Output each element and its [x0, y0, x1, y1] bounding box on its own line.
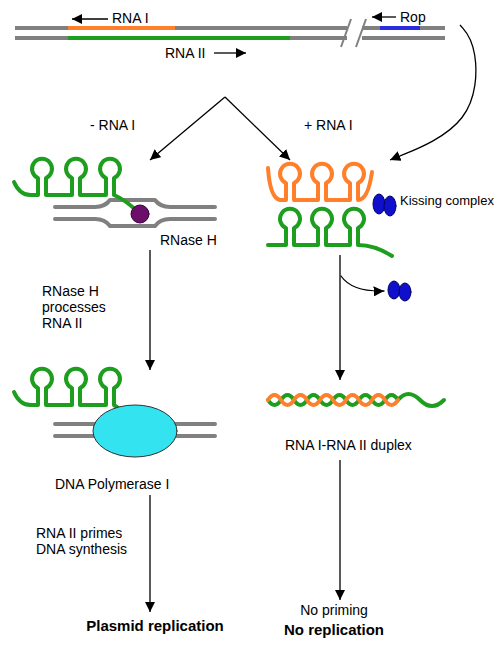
- rop-protein: [399, 283, 411, 301]
- flow-arrow: [149, 250, 150, 370]
- edge-label: RNA II primes DNA synthesis: [36, 525, 148, 557]
- polymerase-stage: [14, 369, 215, 457]
- stage-box: No priming No replication: [254, 600, 414, 646]
- rna-ii-strand: [268, 394, 444, 406]
- edge-label: + RNA I: [304, 117, 353, 133]
- stage-label: RNA II: [165, 45, 205, 61]
- stage-label: No priming: [254, 602, 414, 618]
- rnase-h-stage: [14, 159, 215, 226]
- stage-label: No replication: [254, 622, 414, 638]
- stage-label: RNA I-RNA II duplex: [285, 437, 412, 453]
- stage-label: Kissing complex: [400, 193, 494, 209]
- plasmid-dna: [15, 17, 445, 53]
- edge-label: RNase H processes RNA II: [42, 283, 124, 331]
- flow-arrow: [225, 97, 290, 160]
- connector-group: [150, 25, 476, 612]
- dna-strand: [15, 26, 347, 30]
- flow-arrow: [149, 495, 150, 612]
- stage-label: Rop: [400, 9, 426, 25]
- rop-gene: [380, 26, 420, 30]
- stage-box: RNase H: [10, 160, 230, 250]
- rop-protein: [384, 196, 396, 216]
- break-mark: [356, 19, 366, 47]
- stage-box: DNA Polymerase I: [10, 370, 240, 495]
- rop-protein: [373, 194, 385, 214]
- stage-box: Kissing complex: [262, 160, 498, 255]
- flow-arrow: [150, 97, 225, 160]
- rna-i-hairpins: [268, 164, 372, 200]
- dna-polymerase: [93, 405, 177, 457]
- stage-label: DNA Polymerase I: [55, 476, 169, 492]
- rna-ii-hairpins: [268, 209, 392, 256]
- break-mark: [341, 19, 351, 47]
- direction-arrow: [214, 52, 246, 53]
- flow-arrow: [339, 255, 340, 380]
- rna-ii-gene: [68, 36, 290, 40]
- release-arrow: [341, 276, 384, 291]
- stage-label: Plasmid replication: [60, 618, 250, 634]
- stage-box: RNA I-RNA II duplex: [262, 380, 498, 460]
- dna-strand: [362, 26, 445, 30]
- rna-i-gene: [68, 26, 175, 30]
- direction-arrow: [72, 18, 108, 19]
- rna-ii-hairpins: [14, 159, 140, 214]
- dna-strand: [15, 36, 347, 40]
- rna-i-strand: [268, 395, 398, 405]
- stage-box: RNA I RNA II Rop: [10, 5, 460, 97]
- edge-label: - RNA I: [90, 117, 135, 133]
- stage-box: Plasmid replication: [60, 612, 250, 644]
- flow-arrow: [339, 460, 340, 600]
- dna-strand: [362, 36, 445, 40]
- direction-arrow: [372, 16, 396, 17]
- rnase-h-enzyme: [131, 205, 149, 223]
- duplex-stage: [268, 394, 444, 406]
- stage-label: RNA I: [112, 10, 149, 26]
- rop-protein: [388, 281, 400, 299]
- flow-arrow: [390, 25, 476, 160]
- stage-label: RNase H: [160, 232, 217, 248]
